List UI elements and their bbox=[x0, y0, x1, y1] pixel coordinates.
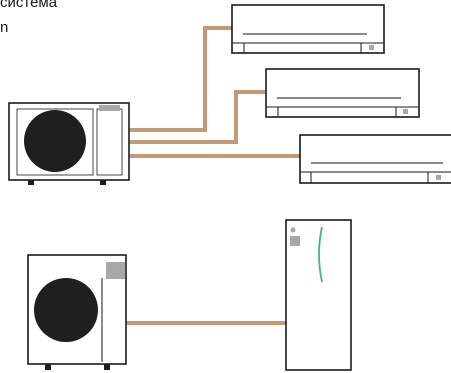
indoor-unit-1 bbox=[231, 4, 385, 54]
outdoor-unit-top bbox=[8, 102, 130, 185]
caption-line-1: система bbox=[0, 0, 58, 11]
indoor-unit-3-body bbox=[299, 134, 451, 184]
hydro-tank-unit-status-dot bbox=[290, 227, 296, 233]
hydro-tank-unit bbox=[285, 219, 352, 371]
indoor-unit-2-body bbox=[265, 68, 420, 118]
indoor-unit-2-indicator bbox=[403, 109, 408, 114]
outdoor-unit-bottom-foot-left bbox=[45, 364, 51, 370]
outdoor-unit-bottom-label-plate bbox=[106, 262, 125, 279]
indoor-unit-3 bbox=[299, 134, 451, 184]
hydro-tank-unit-indicator-light bbox=[318, 226, 323, 283]
refrigerant-pipes-multi bbox=[129, 26, 300, 158]
caption-line-2: n bbox=[0, 19, 9, 36]
indoor-unit-2 bbox=[265, 68, 420, 118]
outdoor-unit-bottom-foot-right bbox=[104, 364, 110, 370]
indoor-unit-1-indicator bbox=[369, 45, 374, 50]
pipe-to-indoor-unit-1 bbox=[129, 26, 232, 132]
outdoor-unit-top-foot-right bbox=[100, 180, 106, 185]
outdoor-unit-bottom-fan bbox=[34, 278, 98, 342]
hydro-tank-unit-display bbox=[290, 236, 300, 246]
indoor-unit-3-indicator bbox=[436, 175, 441, 180]
outdoor-unit-top-foot-left bbox=[28, 180, 34, 185]
outdoor-unit-top-label-plate bbox=[99, 105, 120, 111]
outdoor-unit-bottom bbox=[27, 254, 127, 370]
outdoor-unit-top-side-panel bbox=[96, 108, 123, 176]
pipe-to-indoor-unit-2 bbox=[129, 90, 266, 144]
indoor-unit-1-body bbox=[231, 4, 385, 54]
outdoor-unit-top-fan bbox=[24, 110, 86, 172]
